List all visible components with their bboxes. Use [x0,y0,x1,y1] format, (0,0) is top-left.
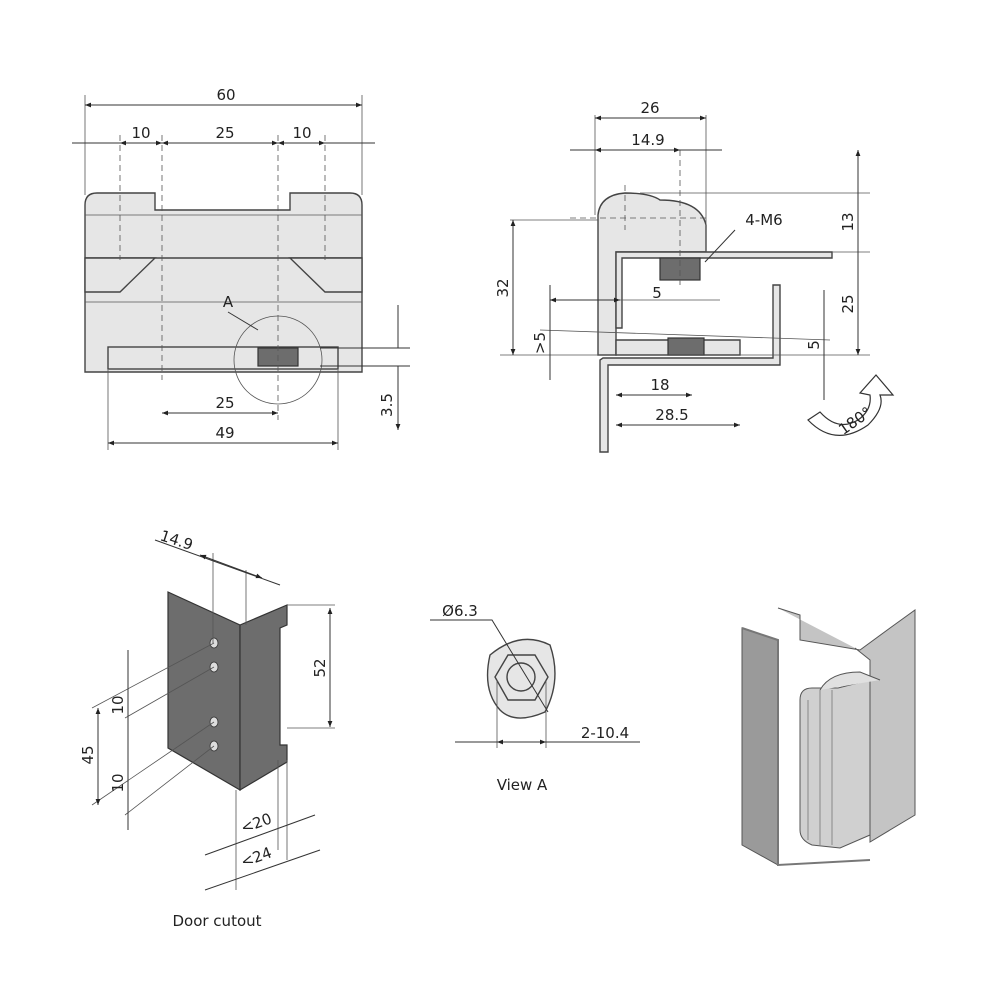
dim-25: 25 [839,294,857,313]
dim-45: 45 [79,745,97,764]
dim-across: 2-10.4 [581,724,629,742]
thread-label: 4-M6 [745,211,782,229]
dim-14-9: 14.9 [631,131,664,149]
dim-max-20: <20 [238,809,274,837]
detail-label: A [223,293,234,311]
dim-5-horizontal: 5 [652,284,662,302]
dim-total-width: 60 [216,86,235,104]
dim-14-9: 14.9 [158,527,195,554]
dim-gap-min: >5 [531,332,549,354]
dim-10-top: 10 [109,695,127,714]
cutout-plate-right [239,604,288,792]
dim-13: 13 [839,212,857,231]
side-view: 26 14.9 4-M6 13 32 5 >5 25 5 18 28.5 180… [494,99,895,453]
dim-hole-spacing: 25 [215,394,234,412]
dim-base-width: 49 [215,424,234,442]
door-cutout-view: 14.9 52 10 45 10 <20 <24 Door cutout [79,527,335,930]
door-cutout-caption: Door cutout [172,912,261,930]
dim-5-vertical: 5 [805,340,823,350]
dim-26: 26 [640,99,659,117]
front-view: 60 10 25 10 A 25 49 3.5 [72,86,410,450]
dim-right: 10 [292,124,311,142]
view-a-caption: View A [497,776,548,794]
dim-diameter: Ø6.3 [442,602,478,620]
rotate-arrow-icon [807,374,895,436]
dim-32: 32 [494,278,512,297]
dim-height-offset: 3.5 [378,393,396,417]
dim-10-bottom: 10 [109,773,127,792]
dim-max-24: <24 [238,843,274,871]
hinge-3d-render [741,607,916,867]
dim-middle: 25 [215,124,234,142]
hinge-side-knuckle [597,192,707,356]
dim-28-5: 28.5 [655,406,688,424]
dim-left: 10 [131,124,150,142]
dim-18: 18 [650,376,669,394]
cutout-plate-left [167,591,241,792]
hinge-front-body [84,192,363,373]
view-a: Ø6.3 2-10.4 View A [430,602,640,794]
dim-52: 52 [311,658,329,677]
